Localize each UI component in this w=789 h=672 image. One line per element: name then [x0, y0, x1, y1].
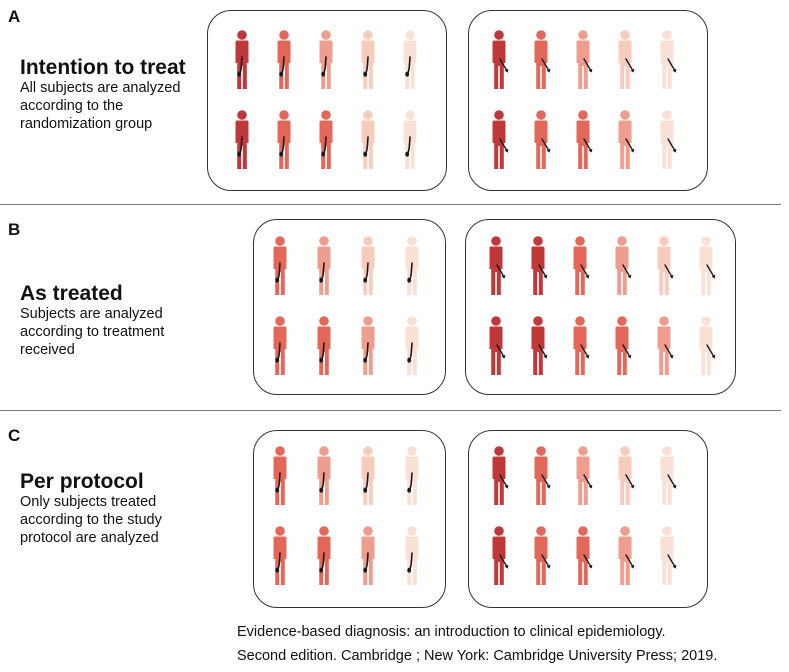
subject-figure-icon — [657, 316, 674, 375]
subject-figure-icon — [576, 110, 593, 169]
subject-figure-icon — [576, 526, 593, 585]
panel-a-letter: A — [8, 7, 21, 26]
subject-figure-icon — [534, 30, 551, 89]
subject-figure-icon — [361, 316, 375, 375]
subject-figure-icon — [534, 526, 551, 585]
subject-figure-icon — [273, 526, 287, 585]
panel-b-group-2-box — [465, 219, 736, 395]
subject-figure-icon — [361, 526, 375, 585]
subject-figure-icon — [618, 30, 635, 89]
panel-b-group-1-box — [253, 219, 446, 395]
subject-figure-icon — [405, 446, 419, 505]
subject-figure-icon — [492, 446, 509, 505]
subject-figure-icon — [317, 316, 331, 375]
subject-figure-icon — [489, 316, 506, 375]
subject-figure-icon — [573, 236, 590, 295]
subject-figure-icon — [235, 30, 249, 89]
subject-figure-icon — [277, 110, 291, 169]
subject-figure-icon — [618, 526, 635, 585]
subject-figure-icon — [405, 236, 419, 295]
subject-figure-icon — [534, 110, 551, 169]
subject-figure-icon — [361, 30, 375, 89]
subject-figure-icon — [615, 236, 632, 295]
subject-figure-icon — [576, 30, 593, 89]
subject-figure-icon — [403, 110, 417, 169]
subject-figure-icon — [660, 526, 677, 585]
subject-figure-icon — [534, 446, 551, 505]
subject-figure-icon — [319, 110, 333, 169]
subject-figure-icon — [361, 446, 375, 505]
subject-figure-icon — [492, 526, 509, 585]
subject-figure-icon — [361, 110, 375, 169]
panel-c-letter: C — [8, 426, 21, 445]
subject-figure-icon — [489, 236, 506, 295]
subject-figure-icon — [273, 316, 287, 375]
subject-figure-icon — [657, 236, 674, 295]
subject-figure-icon — [273, 446, 287, 505]
panel-c-title: Per protocol — [20, 470, 144, 493]
subject-figure-icon — [699, 236, 716, 295]
subject-figure-icon — [576, 446, 593, 505]
subject-figure-icon — [615, 316, 632, 375]
subject-figure-icon — [492, 110, 509, 169]
subject-figure-icon — [235, 110, 249, 169]
subject-figure-icon — [273, 236, 287, 295]
subject-figure-icon — [531, 316, 548, 375]
panel-a-title: Intention to treat — [20, 56, 186, 79]
subject-figure-icon — [319, 30, 333, 89]
subject-figure-icon — [403, 30, 417, 89]
subject-figure-icon — [405, 316, 419, 375]
divider-a-b — [0, 204, 781, 205]
subject-figure-icon — [361, 236, 375, 295]
subject-figure-icon — [618, 446, 635, 505]
subject-figure-icon — [277, 30, 291, 89]
subject-figure-icon — [317, 526, 331, 585]
panel-c-description: Only subjects treated according to the s… — [20, 494, 162, 546]
subject-figure-icon — [660, 446, 677, 505]
subject-figure-icon — [660, 110, 677, 169]
citation-text: Evidence-based diagnosis: an introductio… — [237, 624, 718, 664]
subject-figure-icon — [317, 446, 331, 505]
panel-b-letter: B — [8, 220, 21, 239]
panel-a-group-1-box — [207, 10, 447, 191]
subject-figure-icon — [573, 316, 590, 375]
panel-b-description: Subjects are analyzed according to treat… — [20, 306, 165, 358]
subject-figure-icon — [405, 526, 419, 585]
subject-figure-icon — [531, 236, 548, 295]
subject-figure-icon — [618, 110, 635, 169]
panel-a-group-2-box — [468, 10, 708, 191]
panel-a-description: All subjects are analyzed according to t… — [20, 80, 181, 132]
subject-figure-icon — [660, 30, 677, 89]
panel-c-group-2-box — [468, 430, 708, 608]
subject-figure-icon — [492, 30, 509, 89]
subject-figure-icon — [317, 236, 331, 295]
panel-b-title: As treated — [20, 282, 123, 305]
subject-figure-icon — [699, 316, 716, 375]
divider-b-c — [0, 410, 781, 411]
panel-c-group-1-box — [253, 430, 446, 608]
